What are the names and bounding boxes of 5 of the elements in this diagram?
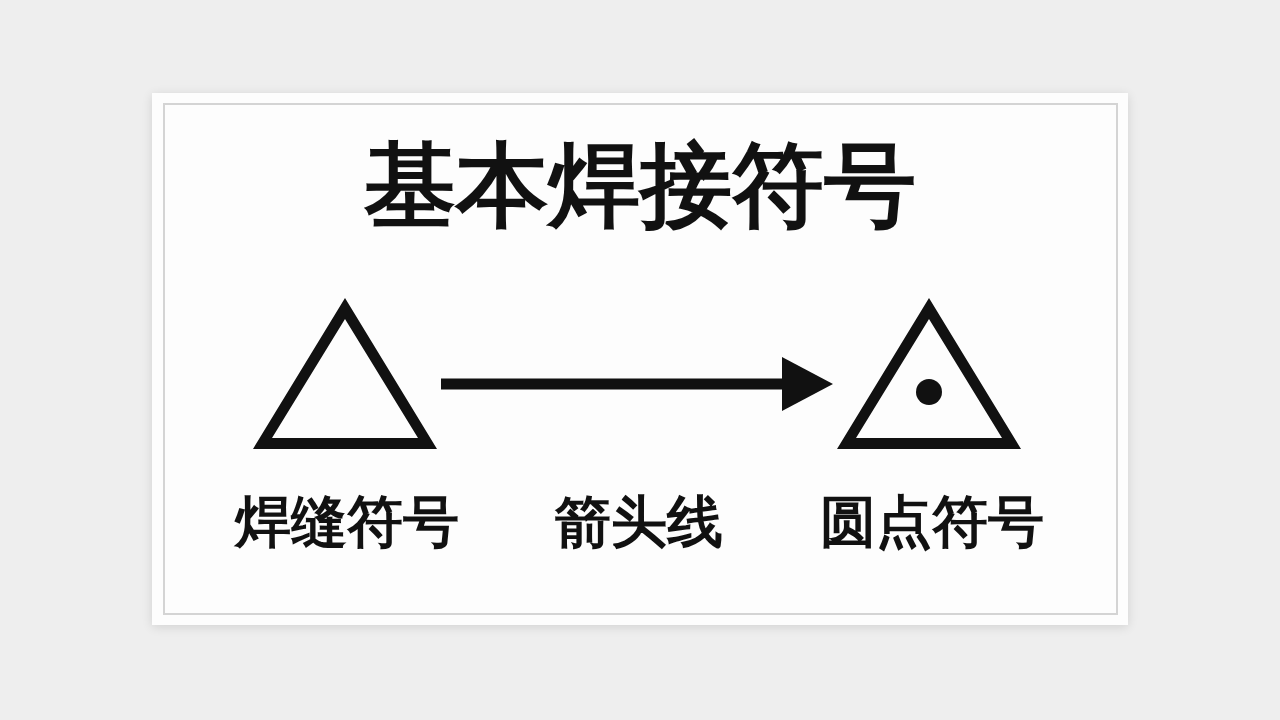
title: 基本焊接符号 — [364, 135, 916, 237]
triangle-symbol — [253, 298, 437, 449]
arrow — [441, 357, 833, 411]
symbol-caption: 圆点符号 — [820, 491, 1044, 553]
symbol-caption: 焊缝符号 — [235, 491, 459, 553]
